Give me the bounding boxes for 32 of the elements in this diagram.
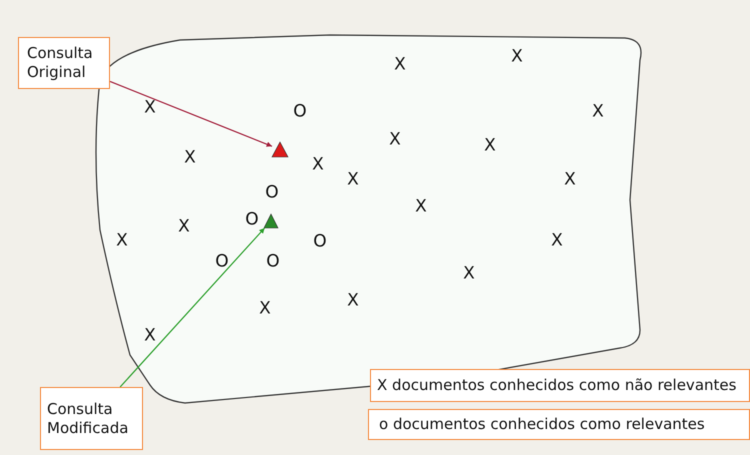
document-mark: X: [347, 292, 359, 310]
triangle-icon: [272, 142, 288, 157]
document-mark: X: [511, 48, 523, 66]
document-mark: O: [265, 184, 279, 202]
document-mark: X: [592, 104, 604, 120]
document-mark: O: [266, 254, 280, 270]
document-mark: X: [184, 150, 196, 166]
document-mark: O: [313, 234, 327, 250]
document-mark: X: [259, 300, 271, 318]
document-mark: X: [144, 328, 156, 344]
document-mark: X: [415, 198, 427, 216]
legend-note: o documentos conhecidos como relevantes: [368, 409, 750, 440]
document-mark: X: [312, 156, 324, 174]
document-mark: X: [463, 266, 475, 282]
document-mark: O: [293, 104, 307, 120]
document-mark: X: [564, 172, 576, 188]
legend-note: X documentos conhecidos como não relevantes: [370, 369, 750, 402]
triangle-icon: [264, 214, 278, 228]
document-mark: X: [144, 100, 156, 116]
document-mark: X: [116, 232, 128, 250]
document-mark: X: [389, 132, 401, 148]
document-mark: O: [215, 254, 229, 270]
callout-box: Consulta Modificada: [40, 387, 143, 450]
arrow: [110, 80, 272, 147]
document-mark: X: [178, 218, 190, 236]
document-mark: X: [347, 172, 359, 188]
arrow: [120, 228, 266, 388]
document-mark: O: [245, 212, 259, 228]
callout-box: Consulta Original: [18, 37, 110, 89]
document-mark: X: [394, 56, 406, 74]
document-mark: X: [484, 138, 496, 154]
document-mark: X: [551, 232, 563, 250]
